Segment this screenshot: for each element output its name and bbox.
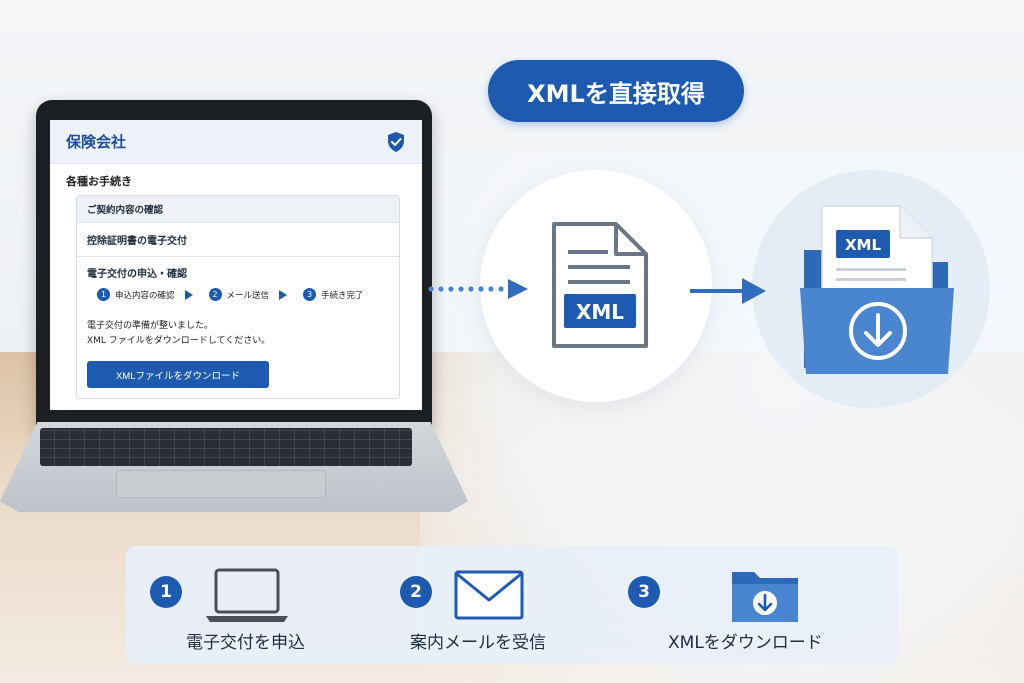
- step-number: 2: [208, 288, 222, 301]
- step-number: 1: [97, 288, 110, 301]
- bottom-step-label: 案内メールを受信: [410, 633, 546, 653]
- shield-check-icon: [388, 131, 404, 152]
- arrow-right-icon: [690, 278, 766, 304]
- step-label: メール送信: [226, 290, 270, 301]
- folder-download-icon-small: [732, 572, 798, 622]
- step-number: 3: [303, 288, 317, 301]
- bottom-step-number: 1: [150, 576, 182, 608]
- brand-name: 保険会社: [66, 133, 127, 151]
- envelope-icon: [454, 570, 524, 620]
- laptop-screen: 保険会社 各種お手続き ご契約内容の確認 控除証明書の電子交付 電子交付の申込・…: [50, 120, 422, 410]
- keyboard: [40, 428, 412, 466]
- step-label: 申込内容の確認: [115, 290, 175, 301]
- download-instruction: XML ファイルをダウンロードしてください。: [87, 336, 271, 346]
- deduction-certificate-row[interactable]: 控除証明書の電子交付: [77, 223, 399, 257]
- trackpad: [116, 470, 326, 498]
- bottom-step-number: 3: [628, 576, 660, 608]
- dotted-arrow-icon: [428, 279, 528, 299]
- step-label: 手続き完了: [321, 290, 364, 301]
- section-title: 各種お手続き: [66, 175, 132, 188]
- procedure-panel: ご契約内容の確認 控除証明書の電子交付 電子交付の申込・確認 1 申込内容の確認…: [76, 195, 400, 399]
- bottom-step-label: XMLをダウンロード: [668, 633, 823, 653]
- bottom-step-number: 2: [400, 576, 432, 608]
- site-header: 保険会社: [50, 120, 422, 164]
- bottom-step-label: 電子交付を申込: [186, 633, 305, 653]
- step-arrow-icon: [184, 289, 193, 300]
- step-arrow-icon: [279, 289, 288, 300]
- application-body: 電子交付の申込・確認 1 申込内容の確認 2 メール送信 3 手続き完了 電子交…: [77, 257, 399, 398]
- xml-document-icon: XML: [552, 222, 648, 348]
- folder-badge-text: XML: [845, 236, 881, 254]
- contract-confirm-row[interactable]: ご契約内容の確認: [77, 196, 399, 223]
- download-xml-button[interactable]: XMLファイルをダウンロード: [87, 361, 269, 388]
- doc-badge-text: XML: [576, 300, 624, 324]
- application-subtitle: 電子交付の申込・確認: [87, 269, 187, 280]
- folder-download-icon: XML: [800, 205, 954, 374]
- progress-steps: 1 申込内容の確認 2 メール送信 3 手続き完了: [97, 288, 389, 301]
- diagram-title: XMLを直接取得: [488, 60, 744, 122]
- ready-message: 電子交付の準備が整いました。: [87, 321, 214, 331]
- laptop-icon: [206, 568, 288, 622]
